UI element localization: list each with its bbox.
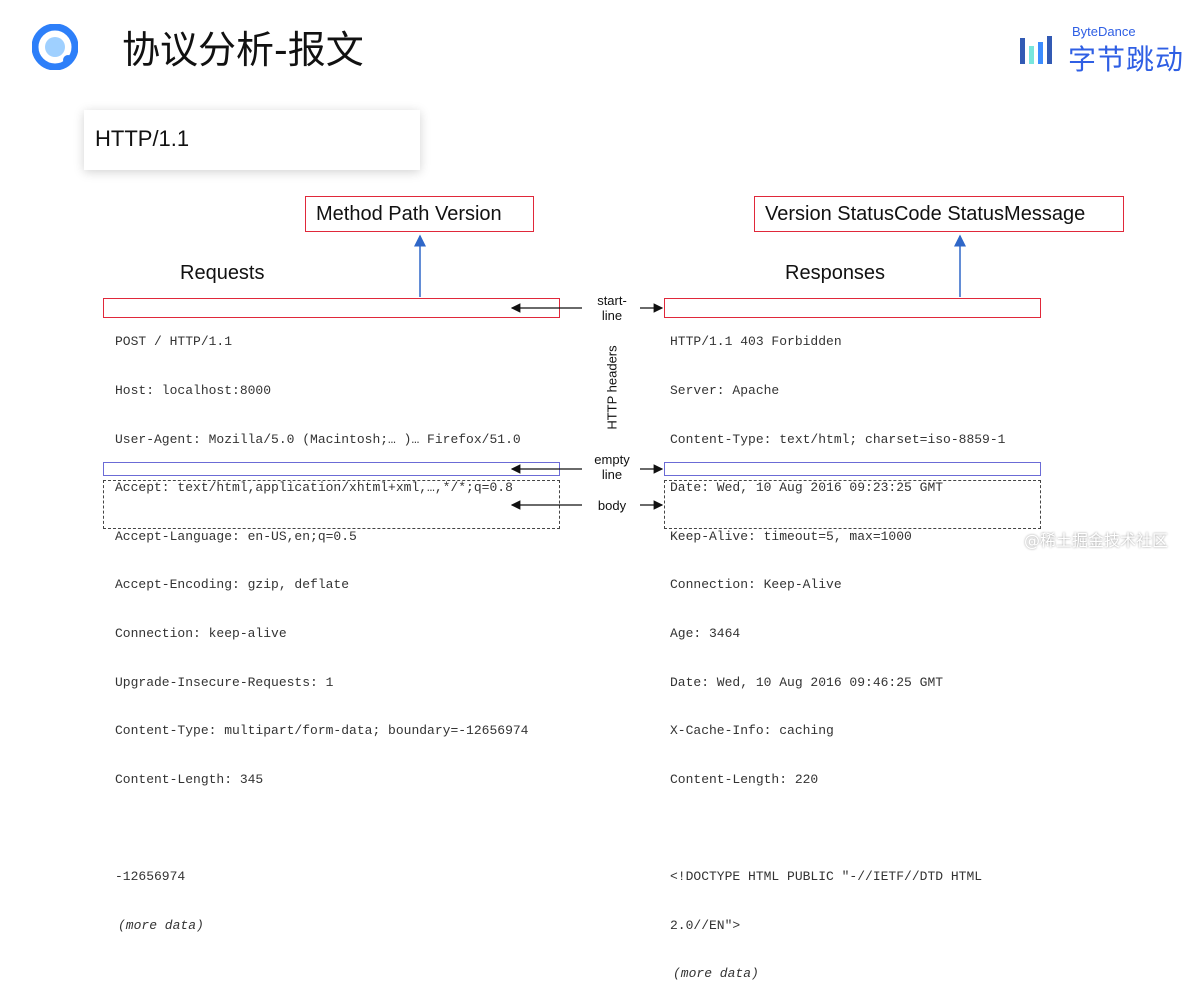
response-header-line: Content-Type: text/html; charset=iso-885… [670, 431, 1006, 447]
request-header-line: User-Agent: Mozilla/5.0 (Macintosh;… )… … [115, 431, 521, 447]
body-label: body [597, 498, 627, 513]
start-line-label: start- line [588, 293, 636, 323]
request-header-line: Content-Length: 345 [115, 771, 264, 787]
request-header-line: Accept: text/html,application/xhtml+xml,… [115, 480, 513, 496]
responses-title: Responses [785, 262, 886, 284]
response-start-line: HTTP/1.1 403 Forbidden [670, 334, 842, 350]
response-header-line: Date: Wed, 10 Aug 2016 09:46:25 GMT [670, 674, 944, 690]
request-header-line: Accept-Language: en-US,en;q=0.5 [115, 528, 357, 544]
request-header-line: Host: localhost:8000 [115, 383, 272, 399]
brand-name-en: ByteDance [1072, 24, 1136, 39]
request-body-line: -12656974 [115, 869, 186, 885]
response-header-line: Connection: Keep-Alive [670, 577, 842, 593]
response-body-box [664, 480, 1041, 529]
start-line-label-part: start- [597, 293, 627, 308]
request-header-line: Connection: keep-alive [115, 626, 287, 642]
response-empty-line-box [664, 462, 1041, 476]
http-version-label: HTTP/1.1 [95, 126, 190, 151]
app-logo-icon [32, 24, 78, 70]
response-header-line: Keep-Alive: timeout=5, max=1000 [670, 528, 912, 544]
response-header-line: Server: Apache [670, 383, 780, 399]
response-format-box: Version StatusCode StatusMessage [754, 196, 1124, 232]
empty-line-label-part: empty [594, 452, 630, 467]
response-start-line-box [664, 298, 1041, 318]
request-start-line: POST / HTTP/1.1 [115, 334, 233, 350]
response-header-line: Date: Wed, 10 Aug 2016 09:23:25 GMT [670, 480, 944, 496]
response-header-line: Content-Length: 220 [670, 771, 819, 787]
empty-line-label: empty line [588, 452, 636, 482]
response-body-line: (more data) [673, 966, 759, 982]
requests-title: Requests [180, 262, 265, 284]
request-body-line: (more data) [118, 917, 204, 933]
request-format-box: Method Path Version [305, 196, 534, 232]
response-body-line: 2.0//EN"> [670, 917, 741, 933]
connector-arrows [414, 234, 966, 510]
http-version-card [84, 110, 420, 170]
http-headers-label: HTTP headers [604, 345, 620, 430]
brand-name-cn: 字节跳动 [1068, 43, 1185, 76]
start-line-label-part: line [601, 308, 623, 323]
slide-title: 协议分析-报文 [122, 28, 364, 72]
request-header-line: Content-Type: multipart/form-data; bound… [115, 723, 529, 739]
response-header-line: X-Cache-Info: caching [670, 723, 834, 739]
watermark: @稀土掘金技术社区 [1024, 531, 1169, 550]
request-header-line: Accept-Encoding: gzip, deflate [115, 577, 350, 593]
request-header-line: Upgrade-Insecure-Requests: 1 [115, 674, 334, 690]
response-header-line: Age: 3464 [670, 626, 741, 642]
response-body-line: <!DOCTYPE HTML PUBLIC "-//IETF//DTD HTML [670, 869, 983, 885]
bytedance-logo-icon [1020, 36, 1052, 64]
empty-line-label-part: line [601, 467, 623, 482]
